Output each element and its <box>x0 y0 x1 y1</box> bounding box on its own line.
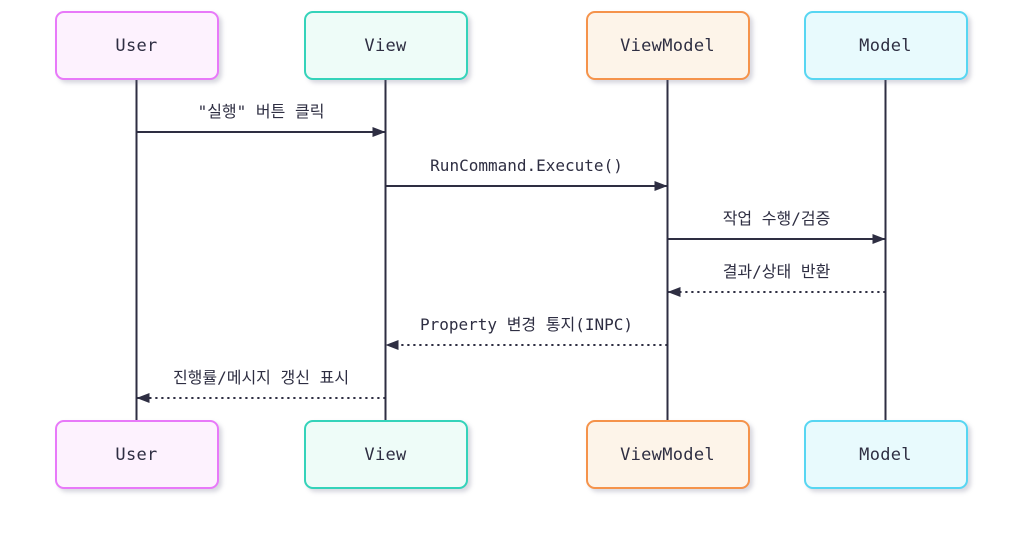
message-label-2: RunCommand.Execute() <box>430 156 623 175</box>
actor-label: View <box>364 444 407 465</box>
actor-label: User <box>115 35 158 56</box>
message-label-6: 진행률/메시지 갱신 표시 <box>172 368 350 387</box>
actor-label: User <box>115 444 158 465</box>
actor-label: ViewModel <box>620 35 715 56</box>
actor-label: ViewModel <box>620 444 715 465</box>
actor-box-viewmodel-top: ViewModel <box>585 11 750 80</box>
message-label-4: 결과/상태 반환 <box>722 262 831 281</box>
message-label-1: "실행" 버튼 클릭 <box>197 102 325 121</box>
actor-box-model-top: Model <box>803 11 968 80</box>
actor-box-view-top: View <box>303 11 468 80</box>
actor-box-view-bottom: View <box>303 420 468 489</box>
actor-label: Model <box>859 35 912 56</box>
actor-box-viewmodel-bottom: ViewModel <box>585 420 750 489</box>
message-label-3: 작업 수행/검증 <box>722 209 831 228</box>
actor-box-user-bottom: User <box>54 420 219 489</box>
actor-label: View <box>364 35 407 56</box>
actor-box-model-bottom: Model <box>803 420 968 489</box>
actor-label: Model <box>859 444 912 465</box>
actor-box-user-top: User <box>54 11 219 80</box>
message-label-5: Property 변경 통지(INPC) <box>419 315 634 334</box>
